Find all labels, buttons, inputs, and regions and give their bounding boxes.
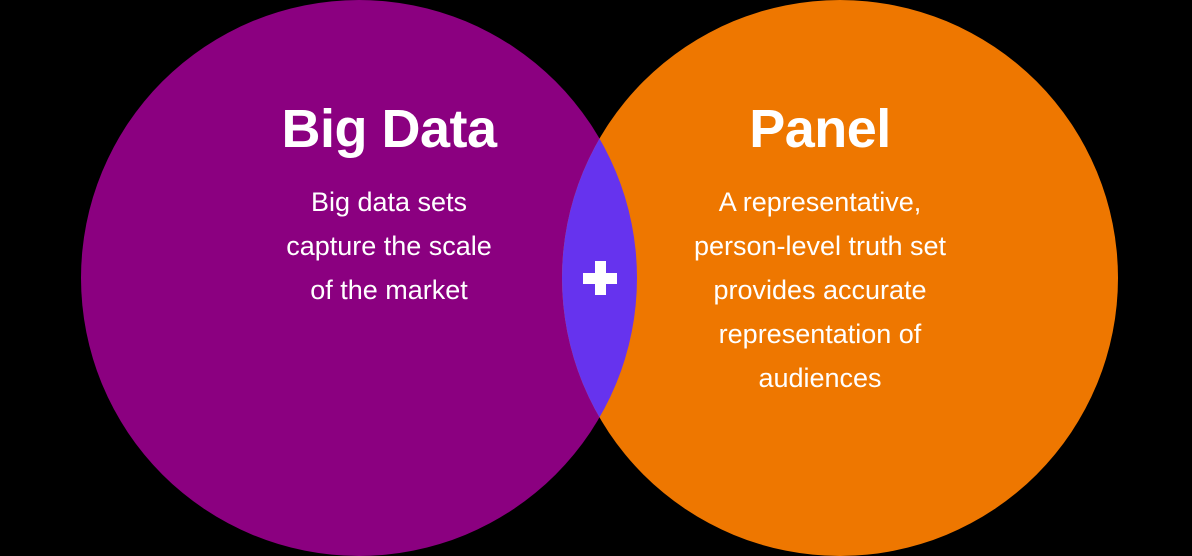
right-set-circle-panel[interactable] <box>562 0 1118 556</box>
left-set-circle-big-data[interactable] <box>81 0 637 556</box>
